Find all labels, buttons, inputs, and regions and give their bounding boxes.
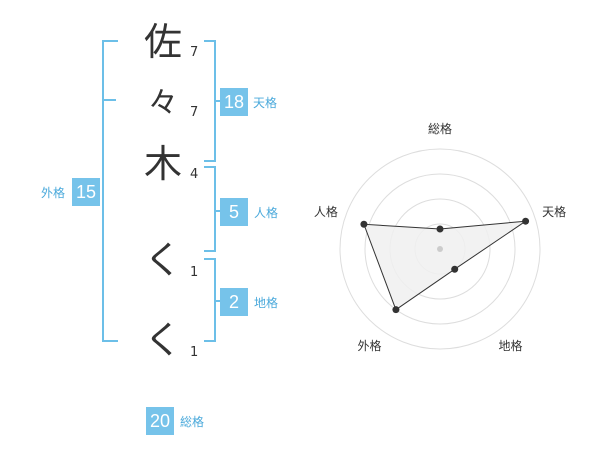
radar-points (360, 217, 530, 314)
jinkaku-label: 人格 (254, 206, 279, 220)
jinkaku-bracket-tick (214, 210, 220, 212)
radar-point (451, 265, 459, 273)
name-char-5: く (143, 318, 182, 362)
radar-axis-label: 天格 (542, 204, 566, 219)
tenkaku-label: 天格 (253, 96, 278, 110)
tenkaku-bracket-tick (214, 100, 220, 102)
gaikaku-bracket-tick (104, 99, 116, 101)
soukaku-score-box: 20 (146, 407, 174, 435)
jinkaku-bracket (204, 166, 216, 252)
name-char-4: く (143, 238, 182, 282)
stroke-count-5: 1 (190, 345, 199, 360)
stroke-count-1: 7 (190, 45, 199, 60)
radar-point (436, 225, 444, 233)
gaikaku-score-box: 15 (72, 178, 100, 206)
jinkaku-score-box: 5 (220, 198, 248, 226)
name-char-2: 々 (148, 86, 178, 121)
stroke-count-3: 4 (190, 167, 199, 182)
radar-center-dot (437, 246, 443, 252)
gaikaku-bracket (102, 40, 118, 342)
chikaku-bracket-tick (214, 300, 220, 302)
gaikaku-label: 外格 (41, 186, 66, 200)
radar-ring (364, 173, 516, 325)
radar-point (522, 217, 530, 225)
soukaku-label: 総格 (180, 415, 205, 429)
radar-axis-label: 地格 (499, 338, 523, 353)
radar-ring (339, 148, 541, 350)
radar-point (360, 220, 368, 228)
radar-point (392, 306, 400, 314)
tenkaku-score-box: 18 (220, 88, 248, 116)
name-char-1: 佐 (143, 20, 182, 64)
name-char-3: 木 (143, 142, 182, 186)
stroke-count-2: 7 (190, 105, 199, 120)
stroke-count-4: 1 (190, 265, 199, 280)
radar-axis-label: 人格 (314, 204, 338, 219)
radar-axis-label: 外格 (357, 338, 381, 353)
chikaku-label: 地格 (254, 296, 279, 310)
radar-axis-label: 総格 (428, 121, 452, 136)
chikaku-score-box: 2 (220, 288, 248, 316)
radar-area (363, 220, 526, 311)
